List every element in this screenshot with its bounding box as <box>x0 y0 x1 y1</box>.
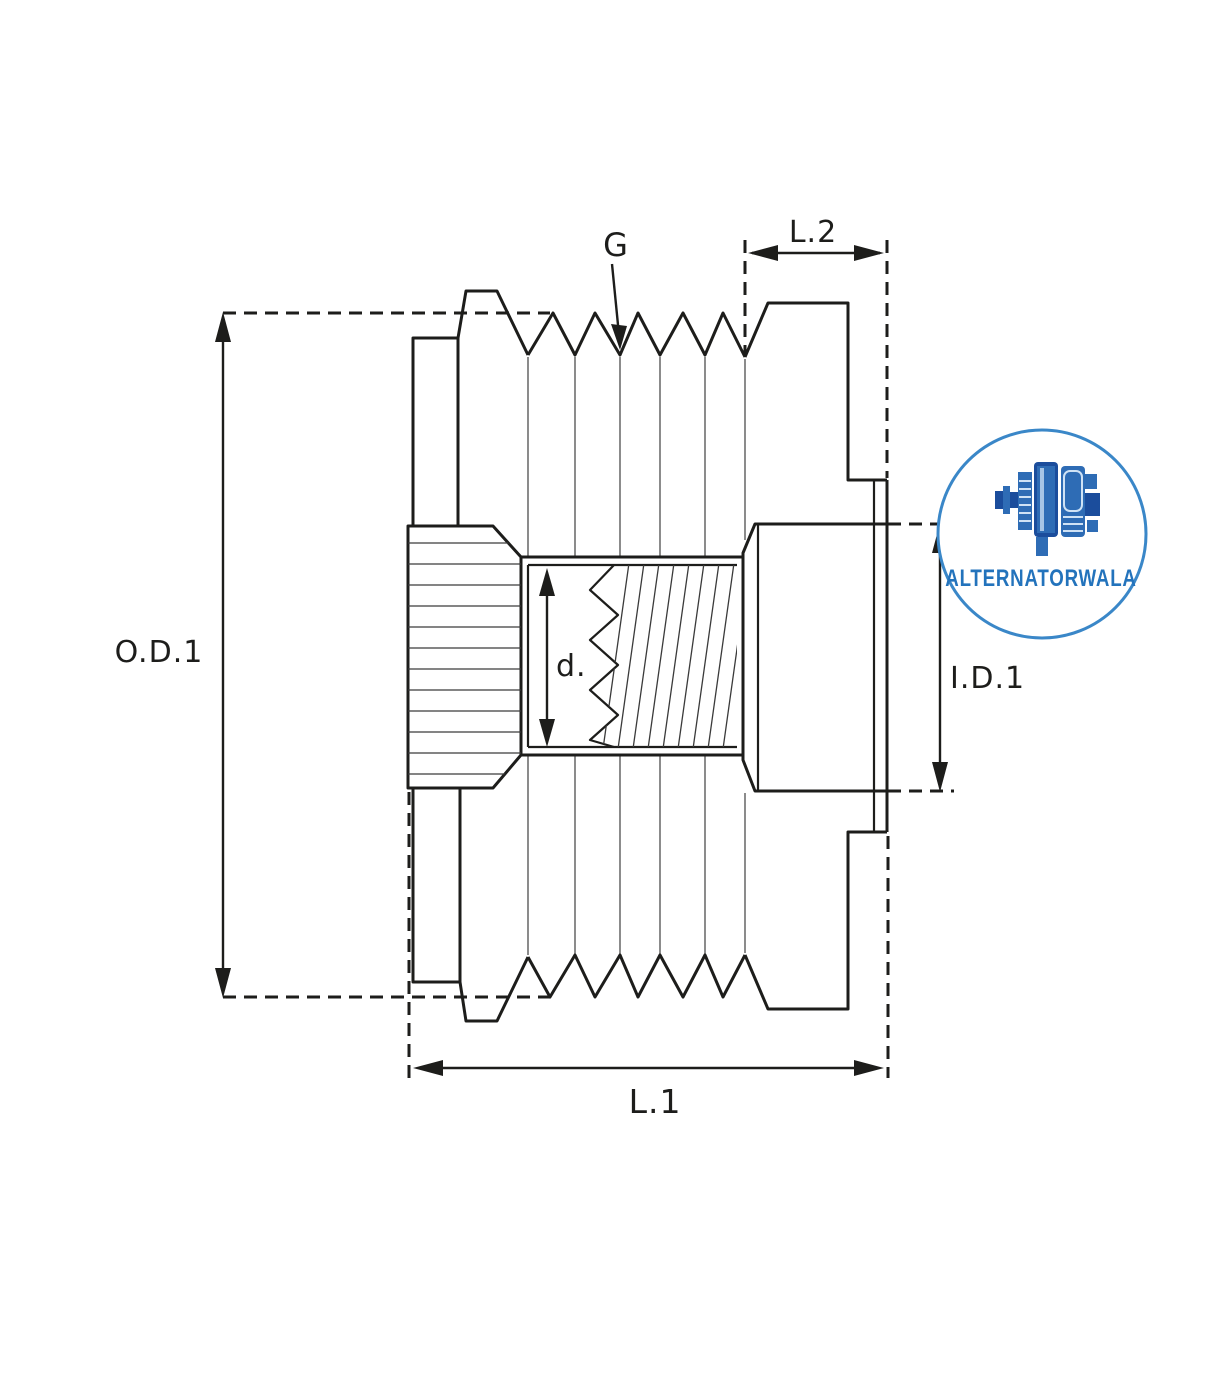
alternator-icon <box>995 462 1100 556</box>
right-rim-top <box>743 301 887 482</box>
l2-label: L.2 <box>789 215 837 250</box>
arrow-right-icon <box>854 1060 884 1076</box>
dimension-d: d. <box>539 568 587 747</box>
arrow-left-icon <box>748 245 778 261</box>
arrow-down-icon <box>539 719 555 747</box>
groove-zigzag-top <box>526 311 747 358</box>
right-rim-bottom <box>743 830 887 1011</box>
arrow-up-icon <box>539 568 555 596</box>
dimension-l2: L.2 <box>743 215 889 478</box>
groove-web-lines-bottom <box>527 755 746 955</box>
id1-label: I.D.1 <box>950 661 1025 696</box>
arrow-right-icon <box>854 245 884 261</box>
thread-hatching <box>602 565 737 747</box>
logo: ALTERNATORWALA <box>936 428 1148 640</box>
thread-zigzag <box>588 564 620 749</box>
hub-knurl <box>406 524 523 790</box>
d-label: d. <box>556 649 587 684</box>
groove-web-lines-top <box>527 357 746 557</box>
dimension-od1: O.D.1 <box>115 311 550 999</box>
hub-hatching <box>408 542 521 775</box>
left-flange-top <box>411 289 530 526</box>
dimension-l1: L.1 <box>407 792 890 1121</box>
bore-walls <box>521 555 743 757</box>
l1-label: L.1 <box>629 1082 682 1121</box>
pulley-drawing <box>406 289 889 1023</box>
bearing-housing <box>741 522 887 793</box>
arrow-down-icon <box>932 762 948 792</box>
logo-text: ALTERNATORWALA <box>945 565 1136 592</box>
groove-zigzag-bottom <box>526 953 747 999</box>
arrow-down-icon <box>215 968 231 998</box>
arrow-left-icon <box>413 1060 443 1076</box>
bore-thread <box>588 564 737 749</box>
arrow-down-icon <box>611 324 627 350</box>
g-label: G <box>603 226 629 264</box>
dimension-g: G <box>603 226 629 350</box>
left-flange-bottom <box>411 788 530 1023</box>
od1-label: O.D.1 <box>115 635 204 670</box>
arrow-up-icon <box>215 312 231 342</box>
